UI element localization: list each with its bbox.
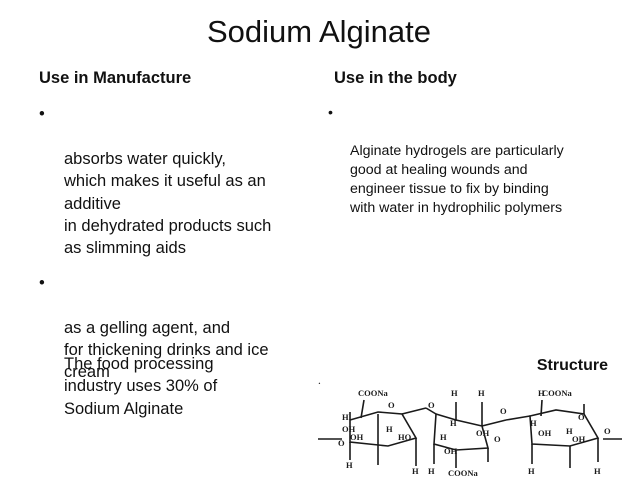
structure-label-oh: OH <box>444 446 458 456</box>
structure-label-h: H <box>594 466 601 476</box>
structure-label-h: H <box>566 426 573 436</box>
manufacture-bullet-list: • absorbs water quickly, which makes it … <box>39 103 322 396</box>
bullet-icon: • <box>39 105 45 123</box>
structure-label-oh: OH <box>350 432 364 442</box>
bullet-text: Alginate hydrogels are particularly good… <box>350 143 564 216</box>
bullet-icon: • <box>39 273 45 292</box>
alginate-structure-diagram: · COONa H O OH O OH H HO H H H H O H H O… <box>318 380 622 478</box>
structure-label-o: O <box>428 400 435 410</box>
structure-label-o: O <box>494 434 501 444</box>
structure-label-h: H <box>412 466 419 476</box>
structure-label: Structure <box>536 357 608 374</box>
structure-label-o: O <box>604 426 611 436</box>
structure-label-h: H <box>440 432 447 442</box>
structure-label-oh: OH <box>342 424 356 434</box>
list-item: • as a gelling agent, and for thickening… <box>39 272 322 384</box>
slide-title: Sodium Alginate <box>206 14 432 49</box>
structure-label-o: O <box>338 438 345 448</box>
structure-label-h: H <box>342 412 349 422</box>
structure-label-coona-3: COONa <box>542 388 573 398</box>
structure-label-h: H <box>451 388 458 398</box>
structure-label-h: H <box>450 418 457 428</box>
structure-label-oh: OH <box>476 428 490 438</box>
structure-label-oh: OH <box>572 434 586 444</box>
right-column-heading: Use in the body <box>334 69 457 87</box>
structure-label-coona-1: COONa <box>358 388 389 398</box>
bullet-icon: • <box>328 105 333 121</box>
structure-label-h: H <box>538 388 545 398</box>
structure-label-ho: HO <box>398 432 412 442</box>
structure-label-oh: OH <box>538 428 552 438</box>
left-column-heading: Use in Manufacture <box>39 69 192 87</box>
structure-label-h: H <box>528 466 535 476</box>
structure-label-o: O <box>578 412 585 422</box>
structure-label-o: O <box>500 406 507 416</box>
food-industry-note: The food processing industry uses 30% of… <box>64 355 218 418</box>
structure-label-h: H <box>428 466 435 476</box>
structure-label-h: H <box>346 460 353 470</box>
structure-label-h: H <box>386 424 393 434</box>
structure-label-h: H <box>478 388 485 398</box>
structure-label-dot: · <box>318 380 321 388</box>
bullet-text: as a gelling agent, and for thickening d… <box>64 318 269 382</box>
structure-label-h: H <box>530 418 537 428</box>
bullet-text: absorbs water quickly, which makes it us… <box>64 149 272 258</box>
structure-label-o: O <box>388 400 395 410</box>
list-item: • absorbs water quickly, which makes it … <box>39 103 322 260</box>
body-use-bullet-list: • Alginate hydrogels are particularly go… <box>328 104 618 218</box>
list-item: • Alginate hydrogels are particularly go… <box>328 104 618 218</box>
structure-label-coona-2: COONa <box>448 468 479 478</box>
